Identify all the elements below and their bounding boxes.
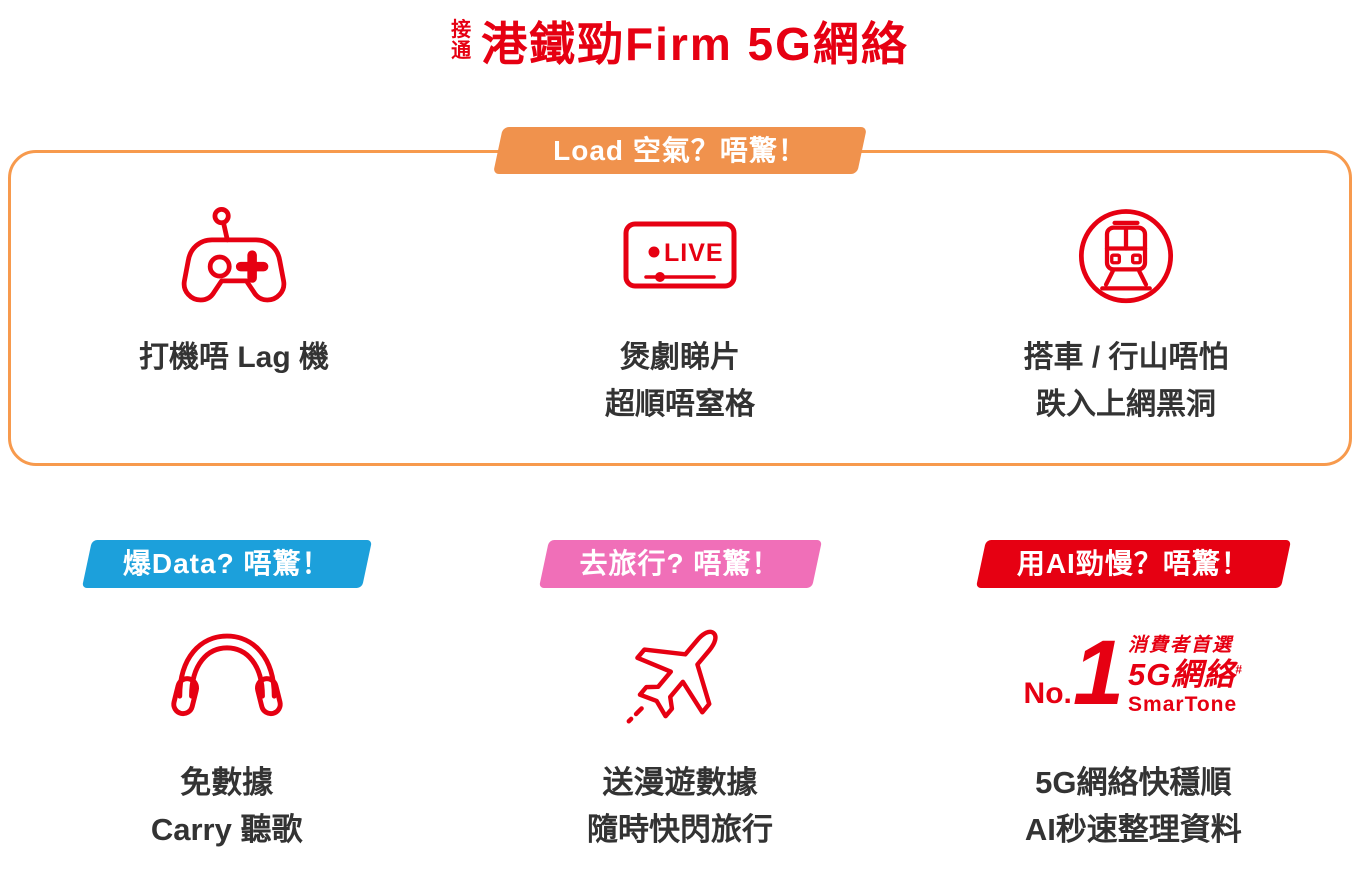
smartone-no1-logo: No. 1 消費者首選 5G網絡# SmarTone	[1024, 627, 1244, 719]
badge-label: 去旅行? 唔驚！	[579, 548, 781, 579]
feature-ai: 用AI勁慢？唔驚！ No. 1 消費者首選 5G網絡# SmarTone 5G網…	[907, 540, 1360, 853]
panel-columns: 打機唔 Lag 機 LIVE 煲劇睇片 超順唔窒格	[11, 153, 1349, 428]
gamepad-icon	[181, 206, 287, 303]
feature-travel: 去旅行? 唔驚！ 送漫遊數據 隨時快閃旅行	[453, 540, 906, 853]
feature-data-caption: 免數據 Carry 聽歌	[151, 760, 303, 853]
caption-line: 煲劇睇片	[620, 341, 740, 374]
airplane-icon	[626, 629, 718, 724]
features-row: 爆Data? 唔驚！ 免數據 Carry 聽歌 去旅行? 唔驚！	[0, 540, 1360, 853]
caption-line: 跌入上網黑洞	[1036, 387, 1216, 421]
logo-footnote-mark: #	[1235, 662, 1244, 677]
title-prefix-top: 接	[451, 19, 472, 41]
caption-line: 免數據	[180, 765, 274, 800]
caption-line: 隨時快閃旅行	[586, 811, 773, 847]
benefit-gaming: 打機唔 Lag 機	[11, 197, 457, 428]
ribbon-label: Load 空氣？唔驚！	[553, 135, 807, 166]
feature-ai-caption: 5G網絡快穩順 AI秒速整理資料	[1025, 760, 1242, 853]
badge-label: 爆Data? 唔驚！	[122, 548, 331, 579]
feature-ai-badge: 用AI勁慢？唔驚！	[975, 540, 1291, 588]
caption-line: 打機唔 Lag 機	[138, 341, 329, 374]
benefit-gaming-caption: 打機唔 Lag 機	[11, 335, 457, 382]
caption-line: 5G網絡快穩順	[1035, 765, 1232, 800]
train-icon	[1078, 209, 1174, 304]
caption-line: 送漫遊數據	[602, 765, 758, 800]
page-title: 接 通 港鐵勁Firm 5G網絡	[0, 8, 1360, 74]
feature-data: 爆Data? 唔驚！ 免數據 Carry 聽歌	[0, 540, 453, 853]
benefit-commuting: 搭車 / 行山唔怕 跌入上網黑洞	[903, 197, 1349, 428]
headphones-icon	[170, 633, 283, 717]
logo-number-one: 1	[1072, 622, 1124, 724]
caption-line: Carry 聽歌	[150, 811, 303, 847]
logo-tagline: 消費者首選	[1128, 635, 1234, 656]
network-benefits-panel: Load 空氣？唔驚！ 打機唔 Lag 機	[8, 127, 1352, 466]
logo-no-label: No.	[1023, 677, 1072, 710]
title-prefix-bottom: 通	[451, 40, 472, 62]
feature-travel-badge: 去旅行? 唔驚！	[538, 540, 822, 588]
title-main-text: 港鐵勁Firm 5G網絡	[481, 18, 909, 70]
logo-network-label: 5G網絡#	[1128, 657, 1244, 692]
benefit-commuting-caption: 搭車 / 行山唔怕 跌入上網黑洞	[903, 335, 1349, 428]
live-label: LIVE	[664, 239, 724, 267]
caption-line: 超順唔窒格	[605, 387, 755, 421]
live-video-icon: LIVE	[623, 221, 737, 288]
title-prefix: 接 通	[451, 20, 471, 62]
benefit-streaming-caption: 煲劇睇片 超順唔窒格	[457, 335, 903, 428]
badge-label: 用AI勁慢？唔驚！	[1016, 548, 1250, 579]
feature-travel-caption: 送漫遊數據 隨時快閃旅行	[587, 760, 773, 853]
logo-brand-name: SmarTone	[1128, 693, 1238, 716]
caption-line: 搭車 / 行山唔怕	[1023, 341, 1229, 374]
benefit-streaming: LIVE 煲劇睇片 超順唔窒格	[457, 197, 903, 428]
panel-ribbon: Load 空氣？唔驚！	[493, 127, 867, 174]
caption-line: AI秒速整理資料	[1024, 811, 1242, 847]
feature-data-badge: 爆Data? 唔驚！	[81, 540, 372, 588]
